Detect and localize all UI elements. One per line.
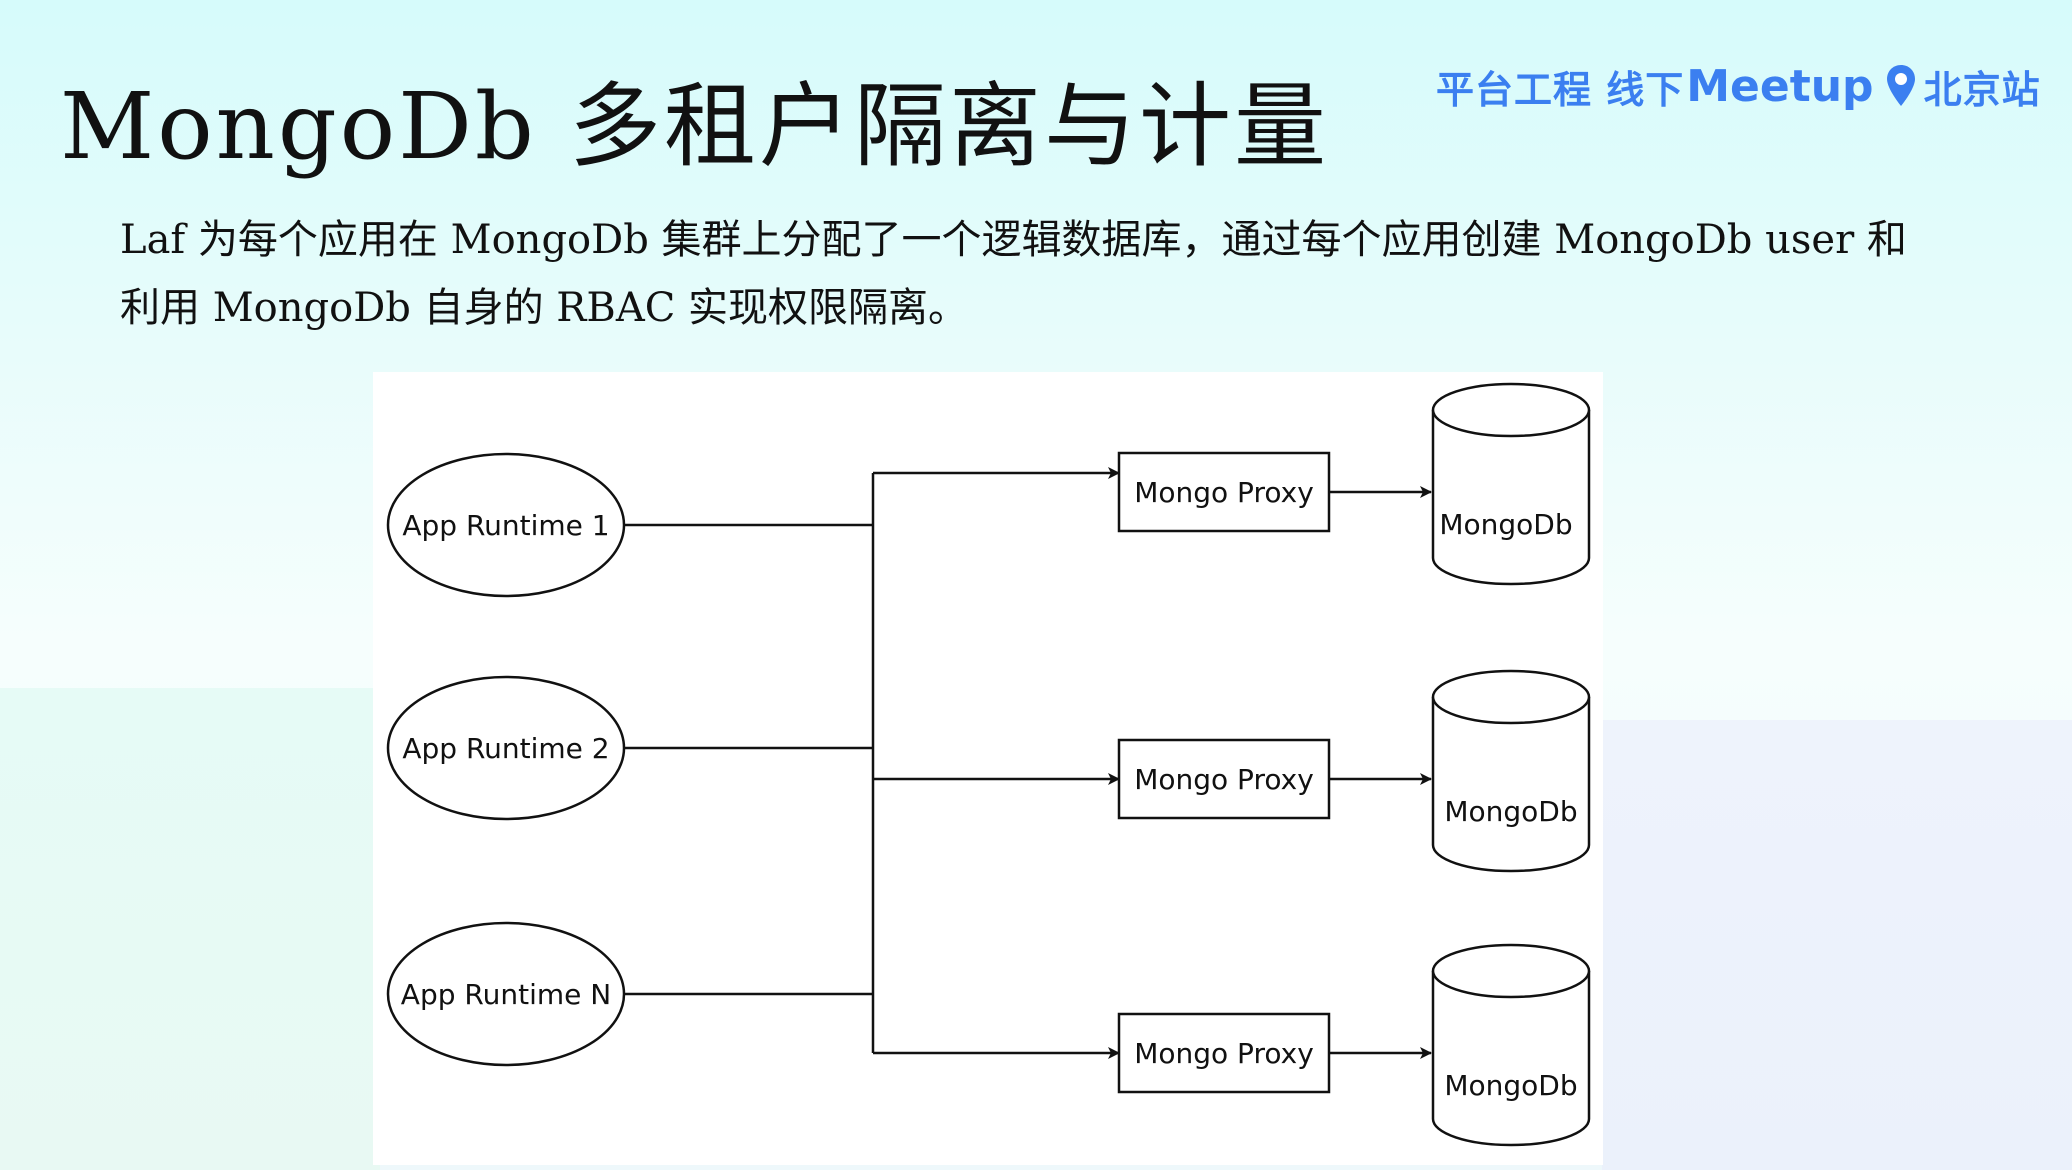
app-runtime-label-1: App Runtime 1 <box>402 509 609 542</box>
mongo-proxy-label-3: Mongo Proxy <box>1134 1037 1314 1070</box>
mongo-proxy-node-1: Mongo Proxy <box>1117 451 1331 533</box>
app-runtime-node-1: App Runtime 1 <box>386 452 626 598</box>
background-band-right <box>1602 720 2072 1170</box>
event-brand: 平台工程 线下 Meetup 北京站 <box>1436 56 2041 116</box>
mongo-proxy-node-2: Mongo Proxy <box>1117 738 1331 820</box>
app-runtime-node-2: App Runtime 2 <box>386 675 626 821</box>
location-pin-icon <box>1886 64 1916 108</box>
event-name: 平台工程 线下 <box>1436 67 1685 112</box>
app-runtime-node-n: App Runtime N <box>386 921 626 1067</box>
mongodb-node-2: MongoDb <box>1431 669 1591 873</box>
mongodb-node-3: MongoDb <box>1431 943 1591 1147</box>
event-city: 北京站 <box>1923 67 2041 112</box>
app-runtime-label-n: App Runtime N <box>401 978 611 1011</box>
mongodb-label-1: MongoDb <box>1439 508 1572 541</box>
background-band-left <box>0 688 380 1170</box>
slide-title: MongoDb 多租户隔离与计量 <box>60 73 1330 180</box>
mongodb-node-1: MongoDb <box>1431 382 1591 586</box>
mongo-proxy-node-3: Mongo Proxy <box>1117 1012 1331 1094</box>
mongo-proxy-label-2: Mongo Proxy <box>1134 763 1314 796</box>
architecture-diagram: App Runtime 1 App Runtime 2 App Runtime … <box>373 372 1603 1165</box>
mongo-proxy-label-1: Mongo Proxy <box>1134 476 1314 509</box>
app-runtime-label-2: App Runtime 2 <box>402 732 609 765</box>
mongodb-label-2: MongoDb <box>1444 795 1577 828</box>
mongodb-label-3: MongoDb <box>1444 1069 1577 1102</box>
description-text: Laf 为每个应用在 MongoDb 集群上分配了一个逻辑数据库，通过每个应用创… <box>120 217 1907 331</box>
event-meetup: Meetup <box>1686 60 1874 112</box>
